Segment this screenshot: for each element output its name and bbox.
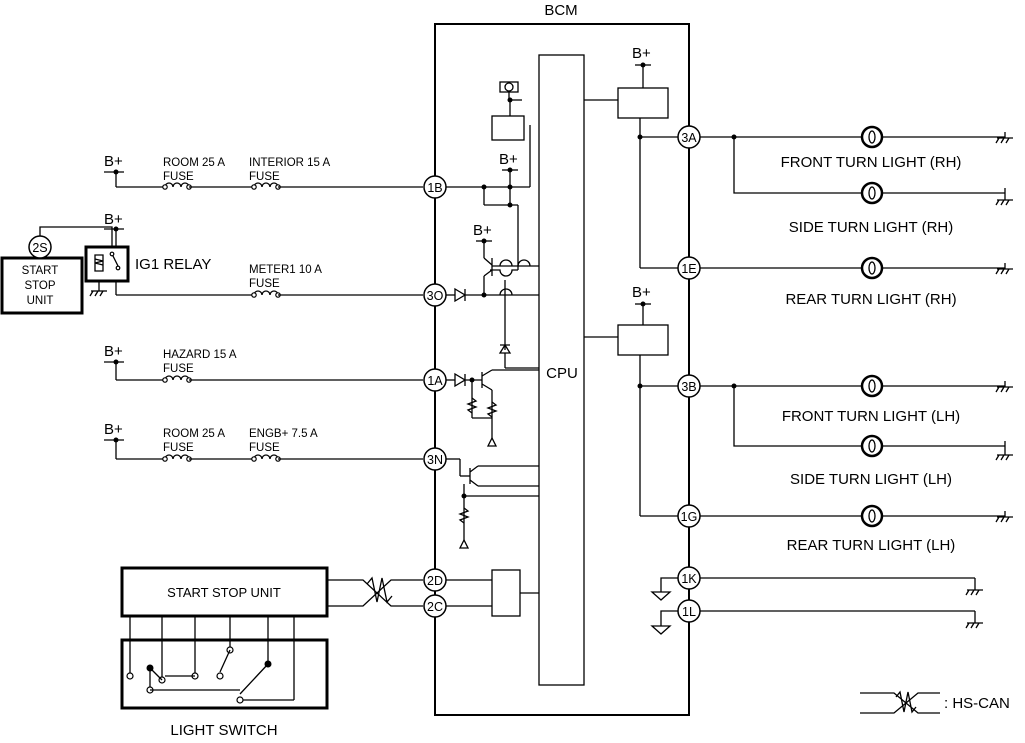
fuse-interior-name: INTERIOR 15 A (249, 157, 330, 169)
hs-can-legend-label: : HS-CAN (944, 695, 1010, 712)
bcm-internal-supply: B+ (499, 151, 518, 168)
svg-text:1K: 1K (681, 572, 697, 586)
start-stop-unit: START STOP UNIT (120, 566, 329, 618)
ssu-small-pin: 2S (32, 241, 47, 255)
ssu-small-line-2: STOP (24, 280, 55, 292)
svg-text:1E: 1E (681, 262, 696, 276)
bulb-icon (860, 434, 884, 458)
bulb-icon (860, 504, 884, 528)
supply-label: B+ (104, 421, 123, 438)
bulb-icon (860, 125, 884, 149)
cpu-label: CPU (546, 365, 578, 382)
turn-lights-rh: FRONT TURN LIGHT (RH) SIDE TURN LIGHT (R… (700, 125, 1005, 308)
supply-row-1a: B+ HAZARD 15 A FUSE (104, 343, 423, 383)
bcm-title: BCM (544, 2, 577, 19)
side-turn-light-rh: SIDE TURN LIGHT (RH) (789, 219, 953, 236)
hs-can-twisted-pair (327, 576, 423, 607)
fuse-room-1-type: FUSE (163, 171, 194, 183)
svg-text:2C: 2C (427, 600, 443, 614)
bulb-icon (860, 181, 884, 205)
bcm-internal-supply: B+ (632, 45, 651, 62)
svg-text:1B: 1B (427, 181, 442, 195)
light-switch-label: LIGHT SWITCH (170, 722, 277, 739)
svg-text:3N: 3N (427, 453, 443, 467)
svg-text:3A: 3A (681, 131, 697, 145)
ground-icon (965, 132, 1013, 629)
fuse-room-2-type: FUSE (163, 442, 194, 454)
front-turn-light-rh: FRONT TURN LIGHT (RH) (781, 154, 962, 171)
ssu-small-line-3: UNIT (27, 295, 54, 307)
fuse-meter-type: FUSE (249, 278, 280, 290)
supply-row-1b: B+ ROOM 25 A FUSE INTERIOR 15 A FUSE (104, 153, 423, 190)
bcm-internal-supply: B+ (632, 284, 651, 301)
rear-turn-light-rh: REAR TURN LIGHT (RH) (785, 291, 956, 308)
fuse-hazard-type: FUSE (163, 363, 194, 375)
svg-text:2D: 2D (427, 574, 443, 588)
right-pins: 3A 1E 3B 1G 1K 1L (677, 125, 701, 623)
fuse-meter-name: METER1 10 A (249, 264, 322, 276)
start-stop-unit-small: 2S START STOP UNIT (0, 226, 113, 315)
svg-text:1A: 1A (427, 374, 443, 388)
svg-text:1L: 1L (682, 605, 696, 619)
turn-lights-lh: FRONT TURN LIGHT (LH) SIDE TURN LIGHT (L… (700, 374, 1005, 554)
hs-can-legend: : HS-CAN (860, 690, 1010, 714)
supply-row-3n: B+ ROOM 25 A FUSE ENGB+ 7.5 A FUSE (104, 421, 423, 462)
fuse-hazard-name: HAZARD 15 A (163, 349, 237, 361)
svg-text:3B: 3B (681, 380, 696, 394)
start-stop-unit-label: START STOP UNIT (167, 585, 281, 600)
fuse-engb-type: FUSE (249, 442, 280, 454)
ig1-relay-box (84, 245, 130, 283)
bcm-internal-supply: B+ (473, 222, 492, 239)
fuse-engb-name: ENGB+ 7.5 A (249, 428, 318, 440)
svg-text:1G: 1G (681, 510, 698, 524)
front-turn-light-lh: FRONT TURN LIGHT (LH) (782, 408, 960, 425)
supply-label: B+ (104, 343, 123, 360)
bcm-internal-right: B+ B+ (584, 45, 678, 635)
ssu-small-line-1: START (22, 265, 59, 277)
bulb-icon (860, 374, 884, 398)
supply-row-3o: B+ IG1 RELAY METER1 10 A FUSE (84, 211, 423, 298)
fuse-room-1-name: ROOM 25 A (163, 157, 225, 169)
rear-turn-light-lh: REAR TURN LIGHT (LH) (787, 537, 956, 554)
fuse-interior-type: FUSE (249, 171, 280, 183)
bcm-internal-left: B+ B+ (446, 81, 539, 617)
side-turn-light-lh: SIDE TURN LIGHT (LH) (790, 471, 952, 488)
supply-label: B+ (104, 211, 123, 228)
svg-text:3O: 3O (427, 289, 444, 303)
supply-label: B+ (104, 153, 123, 170)
fuse-room-2-name: ROOM 25 A (163, 428, 225, 440)
bulb-icon (860, 256, 884, 280)
light-switch: LIGHT SWITCH (120, 616, 329, 739)
ig1-relay-label: IG1 RELAY (135, 256, 211, 273)
